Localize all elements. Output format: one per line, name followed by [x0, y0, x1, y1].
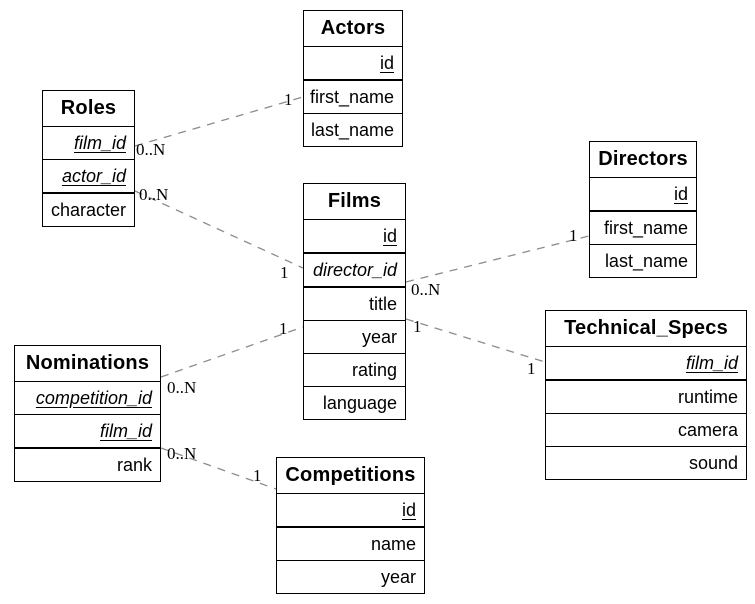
table-technical-specs: Technical_Specs film_id runtime camera s…: [545, 310, 747, 480]
key-section: film_id: [546, 347, 746, 379]
field-sound: sound: [546, 446, 746, 479]
field-competition-id: competition_id: [35, 387, 152, 408]
attribute-section: character: [43, 192, 134, 226]
cardinality-label-films-side: 0..N: [411, 280, 441, 299]
key-section: id: [304, 47, 402, 79]
attribute-section: runtime camera sound: [546, 379, 746, 479]
field-first-name: first_name: [603, 217, 688, 238]
field-year: year: [277, 560, 424, 593]
table-title: Technical_Specs: [546, 311, 746, 347]
cardinality-label-roles-side: 0..N: [139, 185, 169, 204]
key-section: film_id actor_id: [43, 127, 134, 192]
cardinality-label-roles-side: 0..N: [136, 140, 166, 159]
field-year: year: [304, 320, 405, 353]
table-competitions: Competitions id name year: [276, 457, 425, 594]
table-roles: Roles film_id actor_id character: [42, 90, 135, 227]
cardinality-label-films-side: 1: [280, 263, 289, 282]
field-id: id: [379, 52, 394, 73]
field-language: language: [304, 386, 405, 419]
cardinality-label-films-side: 1: [413, 317, 422, 336]
field-film-id: film_id: [73, 132, 126, 153]
field-director-id: director_id: [312, 259, 397, 280]
cardinality-label-films-side: 1: [279, 319, 288, 338]
attribute-section: name year: [277, 526, 424, 593]
field-runtime: runtime: [677, 386, 738, 407]
key-section: id: [304, 220, 405, 252]
field-id: id: [673, 183, 688, 204]
field-character: character: [50, 199, 126, 220]
attribute-section: title year rating language: [304, 286, 405, 419]
foreign-key-section: director_id: [304, 252, 405, 286]
field-film-id: film_id: [685, 352, 738, 373]
table-title: Competitions: [277, 458, 424, 494]
field-name: name: [370, 533, 416, 554]
table-directors: Directors id first_name last_name: [589, 141, 697, 278]
key-section: competition_id film_id: [15, 382, 160, 447]
field-last-name: last_name: [590, 244, 696, 277]
relationship-line-films-technical-specs: [405, 318, 546, 363]
field-first-name: first_name: [309, 86, 394, 107]
field-camera: camera: [546, 413, 746, 446]
cardinality-label-nominations-side: 0..N: [167, 444, 197, 463]
relationship-line-roles-actors: [134, 96, 304, 147]
field-id: id: [382, 225, 397, 246]
attribute-section: first_name last_name: [590, 210, 696, 277]
field-rank: rank: [116, 454, 152, 475]
table-actors: Actors id first_name last_name: [303, 10, 403, 147]
table-title: Nominations: [15, 346, 160, 382]
field-actor-id: actor_id: [43, 159, 134, 192]
attribute-section: first_name last_name: [304, 79, 402, 146]
table-nominations: Nominations competition_id film_id rank: [14, 345, 161, 482]
attribute-section: rank: [15, 447, 160, 481]
cardinality-label-directors-side: 1: [569, 226, 578, 245]
field-film-id: film_id: [15, 414, 160, 447]
cardinality-label-competitions-side: 1: [253, 466, 262, 485]
cardinality-label-technical-specs-side: 1: [527, 359, 536, 378]
table-title: Directors: [590, 142, 696, 178]
field-last-name: last_name: [304, 113, 402, 146]
table-films: Films id director_id title year rating l…: [303, 183, 406, 420]
cardinality-label-nominations-side: 0..N: [167, 378, 197, 397]
table-title: Films: [304, 184, 405, 220]
field-id: id: [401, 499, 416, 520]
key-section: id: [590, 178, 696, 210]
cardinality-label-actors-side: 1: [284, 90, 293, 109]
relationship-line-films-directors: [405, 235, 590, 283]
field-title: title: [368, 293, 397, 314]
table-title: Actors: [304, 11, 402, 47]
key-section: id: [277, 494, 424, 526]
table-title: Roles: [43, 91, 134, 127]
field-rating: rating: [304, 353, 405, 386]
